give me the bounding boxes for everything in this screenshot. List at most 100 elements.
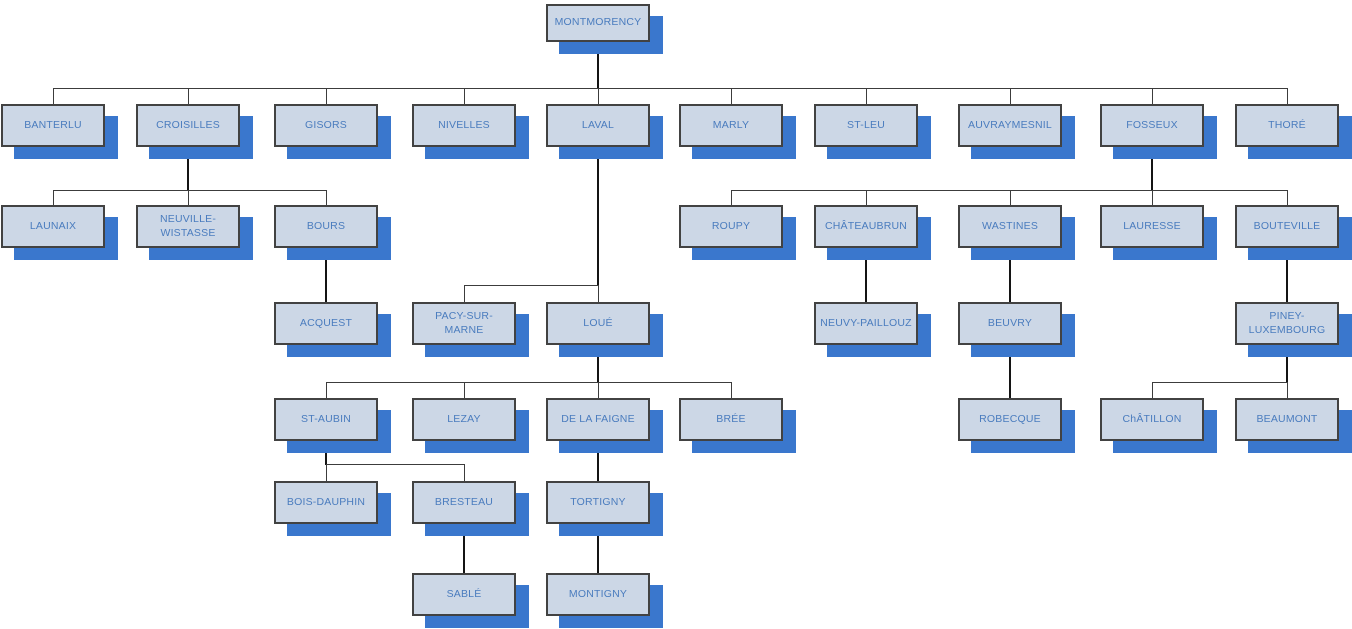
- org-node-label: BOIS-DAUPHIN: [286, 495, 366, 508]
- org-node-label: PACY-SUR-MARNE: [435, 310, 493, 336]
- org-node-label: BOUTEVILLE: [1253, 219, 1321, 232]
- org-node-bouteville[interactable]: BOUTEVILLE: [1235, 205, 1339, 248]
- org-node-robecque[interactable]: ROBECQUE: [958, 398, 1062, 441]
- org-node-st-aubin[interactable]: ST-AUBIN: [274, 398, 378, 441]
- org-node-bois-dauphin[interactable]: BOIS-DAUPHIN: [274, 481, 378, 524]
- connector-stub-st-aubin: [326, 382, 327, 398]
- connector-stub-marly: [731, 88, 732, 104]
- org-node-auvraymesnil[interactable]: AUVRAYMESNIL: [958, 104, 1062, 147]
- connector-stub-wastines: [1010, 190, 1011, 205]
- org-node-label: LAUNAIX: [29, 219, 77, 232]
- org-node-label: ChÂTILLON: [1122, 412, 1182, 425]
- org-node-label: MONTMORENCY: [554, 16, 642, 29]
- org-node-de-la-faigne[interactable]: DE LA FAIGNE: [546, 398, 650, 441]
- connector-stub-beaumont: [1287, 382, 1288, 398]
- connector-bus-loue: [326, 382, 732, 383]
- connector-stub-loue: [598, 285, 599, 302]
- connector-stub-lauresse: [1152, 190, 1153, 205]
- org-node-lauresse[interactable]: LAURESSE: [1100, 205, 1204, 248]
- connector-bus-laval: [464, 285, 599, 286]
- org-node-wastines[interactable]: WASTINES: [958, 205, 1062, 248]
- org-node-bresteau[interactable]: BRESTEAU: [412, 481, 516, 524]
- connector-drop-laval: [597, 147, 599, 286]
- org-node-beaumont[interactable]: BEAUMONT: [1235, 398, 1339, 441]
- org-node-fosseux[interactable]: FOSSEUX: [1100, 104, 1204, 147]
- org-node-laval[interactable]: LAVAL: [546, 104, 650, 147]
- org-node-label: ST-AUBIN: [300, 412, 352, 425]
- connector-bus-montmorency: [53, 88, 1288, 89]
- org-node-montmorency[interactable]: MONTMORENCY: [546, 4, 650, 42]
- connector-bours-to-acquest: [325, 248, 327, 302]
- org-node-label: SABLÉ: [446, 587, 482, 600]
- connector-tortigny-to-montigny: [597, 524, 599, 573]
- org-node-neuville-wistasse[interactable]: NEUVILLE-WISTASSE: [136, 205, 240, 248]
- org-node-label: AUVRAYMESNIL: [968, 118, 1052, 131]
- connector-stub-croisilles: [188, 88, 189, 104]
- connector-stub-chatillon: [1152, 382, 1153, 398]
- org-node-st-leu[interactable]: ST-LEU: [814, 104, 918, 147]
- org-node-tortigny[interactable]: TORTIGNY: [546, 481, 650, 524]
- org-node-label: FOSSEUX: [1126, 118, 1178, 131]
- org-node-label: LAVAL: [581, 118, 615, 131]
- org-node-pacy-sur-marne[interactable]: PACY-SUR-MARNE: [412, 302, 516, 345]
- org-node-bours[interactable]: BOURS: [274, 205, 378, 248]
- connector-drop-st-aubin: [325, 441, 327, 465]
- org-node-label: NIVELLES: [438, 118, 490, 131]
- org-node-banterlu[interactable]: BANTERLU: [1, 104, 105, 147]
- org-node-piney-luxembourg[interactable]: PINEY-LUXEMBOURG: [1235, 302, 1339, 345]
- org-node-label: LEZAY: [447, 412, 481, 425]
- org-node-chateaubrun[interactable]: CHÂTEAUBRUN: [814, 205, 918, 248]
- org-node-label: BANTERLU: [24, 118, 82, 131]
- connector-stub-bours: [326, 190, 327, 205]
- connector-stub-roupy: [731, 190, 732, 205]
- connector-de-la-faigne-to-tortigny: [597, 441, 599, 481]
- org-node-montigny[interactable]: MONTIGNY: [546, 573, 650, 616]
- org-node-marly[interactable]: MARLY: [679, 104, 783, 147]
- connector-stub-auvraymesnil: [1010, 88, 1011, 104]
- org-node-label: THORÉ: [1268, 118, 1306, 131]
- org-node-label: BEUVRY: [987, 316, 1033, 329]
- org-node-thore[interactable]: THORÉ: [1235, 104, 1339, 147]
- org-node-label: MARLY: [712, 118, 750, 131]
- connector-bus-croisilles: [53, 190, 327, 191]
- org-node-label: NEUVY-PAILLOUZ: [820, 316, 912, 329]
- org-node-label: BEAUMONT: [1256, 412, 1318, 425]
- connector-stub-gisors: [326, 88, 327, 104]
- connector-stub-de-la-faigne: [598, 382, 599, 398]
- org-node-neuvy-paillouz[interactable]: NEUVY-PAILLOUZ: [814, 302, 918, 345]
- org-node-label: BOURS: [306, 219, 346, 232]
- connector-bresteau-to-sable: [463, 524, 465, 573]
- connector-bus-piney-luxembourg: [1152, 382, 1288, 383]
- connector-stub-bouteville: [1287, 190, 1288, 205]
- connector-stub-pacy-sur-marne: [464, 285, 465, 302]
- connector-stub-bresteau: [464, 464, 465, 481]
- org-node-label: CHÂTEAUBRUN: [824, 219, 908, 232]
- connector-stub-chateaubrun: [866, 190, 867, 205]
- connector-drop-croisilles: [187, 147, 189, 191]
- org-node-sable[interactable]: SABLÉ: [412, 573, 516, 616]
- connector-stub-bois-dauphin: [326, 464, 327, 481]
- org-node-label: NEUVILLE-WISTASSE: [159, 213, 217, 239]
- org-node-beuvry[interactable]: BEUVRY: [958, 302, 1062, 345]
- connector-stub-laval: [598, 88, 599, 104]
- org-node-label: ACQUEST: [299, 316, 353, 329]
- org-node-acquest[interactable]: ACQUEST: [274, 302, 378, 345]
- connector-drop-montmorency: [597, 42, 599, 89]
- org-node-bree[interactable]: BRÉE: [679, 398, 783, 441]
- org-node-loue[interactable]: LOUÉ: [546, 302, 650, 345]
- connector-chateaubrun-to-neuvy-paillouz: [865, 248, 867, 302]
- org-node-lezay[interactable]: LEZAY: [412, 398, 516, 441]
- connector-stub-lezay: [464, 382, 465, 398]
- connector-bouteville-to-piney-luxembourg: [1286, 248, 1288, 302]
- org-node-roupy[interactable]: ROUPY: [679, 205, 783, 248]
- connector-stub-launaix: [53, 190, 54, 205]
- org-node-croisilles[interactable]: CROISILLES: [136, 104, 240, 147]
- org-node-launaix[interactable]: LAUNAIX: [1, 205, 105, 248]
- org-node-chatillon[interactable]: ChÂTILLON: [1100, 398, 1204, 441]
- org-node-label: TORTIGNY: [570, 495, 626, 508]
- org-node-gisors[interactable]: GISORS: [274, 104, 378, 147]
- connector-stub-bree: [731, 382, 732, 398]
- org-node-label: DE LA FAIGNE: [561, 412, 635, 425]
- org-node-nivelles[interactable]: NIVELLES: [412, 104, 516, 147]
